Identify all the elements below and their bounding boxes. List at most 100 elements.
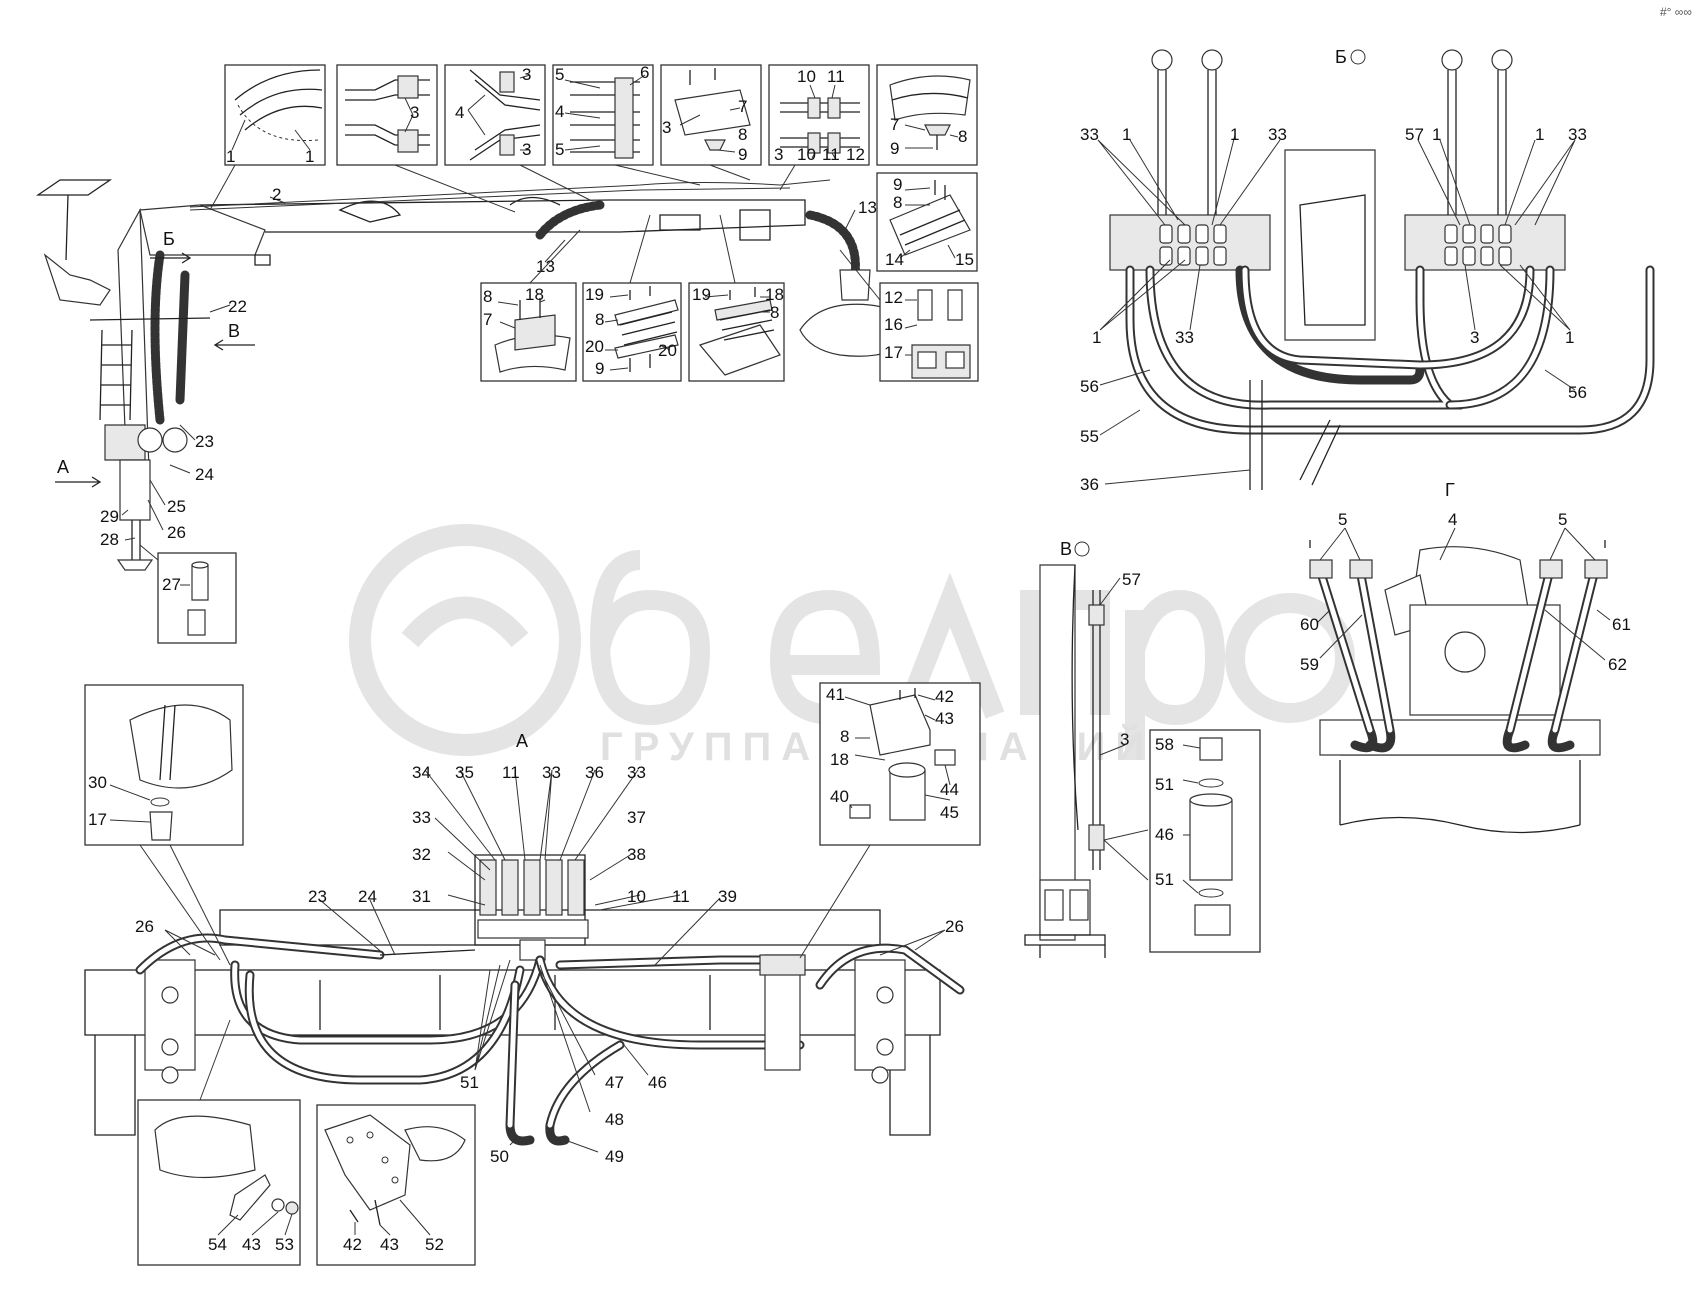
watermark-logo [349, 524, 581, 756]
view-b-marker: Б [163, 229, 175, 249]
detail-box-2: 3 [336, 64, 516, 213]
callout-25: 25 [167, 497, 186, 516]
callout: 43 [380, 1235, 399, 1254]
callout: 35 [455, 763, 474, 782]
detail-box-9: 8 18 7 [480, 229, 581, 382]
leaders [467, 74, 531, 151]
leaders [604, 294, 671, 371]
elbow-fitting [1194, 904, 1231, 936]
callout: 1 [1535, 125, 1544, 144]
callout: 37 [627, 808, 646, 827]
hose-pairs [345, 79, 430, 146]
callout: 33 [542, 763, 561, 782]
callout: 42 [343, 1235, 362, 1254]
callout: 1 [1432, 125, 1441, 144]
callout: 10 [797, 67, 816, 86]
leader-1e [1099, 259, 1186, 331]
wheels [94, 1035, 931, 1136]
box-leader [779, 164, 796, 191]
fitting-58 [1199, 737, 1223, 761]
callout: 41 [826, 685, 845, 704]
leader-33c [1514, 139, 1576, 226]
column-section [1039, 564, 1076, 941]
detail-box-27: 27 [139, 544, 237, 644]
callout: 42 [935, 687, 954, 706]
callout: 61 [1612, 615, 1631, 634]
boom-bracket [659, 214, 701, 231]
callout: 51 [1155, 775, 1174, 794]
callout: 5 [555, 65, 564, 84]
bolts [934, 180, 946, 200]
fitting-40 [849, 804, 871, 819]
left-bracket [144, 959, 196, 1071]
callout: 1 [1565, 328, 1574, 347]
hose-bundle [234, 69, 323, 131]
callout: 30 [88, 773, 107, 792]
fitting-44 [934, 749, 956, 766]
callout: 9 [890, 139, 899, 158]
callout: 1 [1092, 328, 1101, 347]
callout: 4 [1448, 510, 1457, 529]
leader-1f [1499, 264, 1571, 331]
leaders [404, 97, 414, 133]
crane-side-view: Б В А 2 13 13 22 23 24 25 26 29 28 [35, 179, 908, 571]
callout: 16 [884, 315, 903, 334]
callout-23: 23 [195, 432, 214, 451]
hose-clamp-view [154, 1115, 256, 1179]
lower-bolts [629, 354, 651, 372]
right-bracket [854, 959, 906, 1071]
leader-26 [147, 499, 164, 531]
callout: 54 [208, 1235, 227, 1254]
box-leader [209, 164, 236, 211]
callout: 51 [460, 1073, 479, 1092]
callout: 49 [605, 1147, 624, 1166]
callout-22: 22 [228, 297, 247, 316]
clamp [924, 124, 951, 136]
support-bracket [698, 324, 781, 376]
callout-24: 24 [195, 465, 214, 484]
callout: 36 [1080, 475, 1099, 494]
callout: 56 [1080, 377, 1099, 396]
leaders-51 [474, 959, 511, 1071]
leader-24 [169, 464, 191, 474]
leader-33a [1097, 139, 1186, 226]
callout: 3 [522, 140, 531, 159]
callout: 19 [692, 285, 711, 304]
main-boom [199, 199, 806, 233]
callout: 3 [410, 103, 419, 122]
boom-lug [338, 200, 402, 223]
clamp-pack [514, 314, 556, 351]
leaders-top [424, 769, 639, 861]
view-v-arrow [213, 339, 255, 351]
callout: 5 [555, 140, 564, 159]
view-v-marker: В [228, 321, 240, 341]
box-leader [529, 229, 581, 284]
callout: 9 [738, 145, 747, 164]
leaders [1317, 527, 1611, 661]
box-leader [139, 544, 159, 561]
bolts [899, 688, 916, 700]
callout: 31 [412, 887, 431, 906]
pump-left [137, 427, 163, 453]
detail-box-12: 12 16 17 [839, 249, 979, 382]
callout: 47 [605, 1073, 624, 1092]
bolts [349, 1199, 381, 1226]
box-leader [394, 164, 516, 213]
pipe-36 [1249, 380, 1263, 490]
view-b-title: Б [1335, 47, 1347, 67]
callout: 57 [1122, 570, 1141, 589]
callout: 10 [627, 887, 646, 906]
hose-cross [469, 69, 541, 161]
callout-2: 2 [272, 185, 281, 204]
box-leader [199, 1019, 231, 1101]
view-v-panel: В 57 3 58 51 46 51 [1024, 539, 1261, 958]
clamp-54 [229, 1174, 271, 1221]
box-leader [719, 214, 736, 284]
bracket-41 [869, 694, 931, 756]
leaders [1099, 577, 1149, 881]
callout: 19 [585, 285, 604, 304]
view-a-arrow [55, 476, 102, 488]
callout: 4 [555, 102, 564, 121]
leaders [217, 1211, 293, 1236]
